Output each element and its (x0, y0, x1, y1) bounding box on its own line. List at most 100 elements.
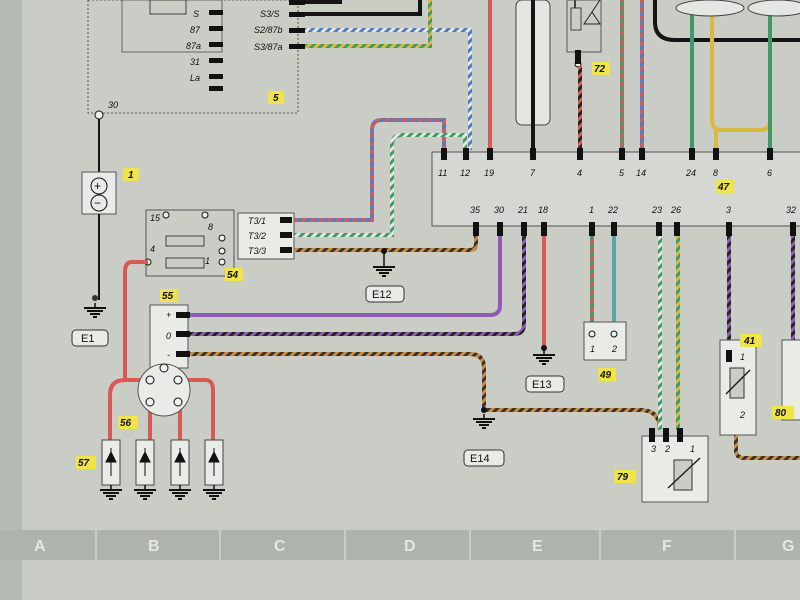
ecu-bottom-pin-1: 1 (589, 205, 594, 215)
switch55-label: 55 (162, 291, 174, 302)
ecu-bottom-pin-21: 21 (517, 205, 528, 215)
relay-pin-87: 87 (190, 25, 201, 35)
grid-col-a: A (34, 538, 46, 555)
ground-e13: E13 (525, 345, 565, 393)
ecu-top-pin-6: 6 (767, 168, 772, 178)
sensor-41: 1 2 41 (719, 236, 800, 460)
switch-54: 15 4 1 8 T3/1 T3/2 T3/3 54 (144, 209, 295, 281)
lamp-1 (99, 439, 123, 500)
lamps57-label: 57 (78, 458, 90, 469)
ecu-top-pin-8: 8 (713, 168, 718, 178)
component-80: 80 (772, 236, 800, 421)
switch54-term-1: T3/1 (248, 216, 266, 226)
relay-wires (305, 0, 472, 150)
ecu-bottom-pin-32: 32 (786, 205, 796, 215)
switch55-zero: 0 (166, 331, 171, 341)
relay-pin-s: S (193, 9, 199, 19)
switch54-wires: E12 (294, 118, 478, 303)
relay-pin-31: 31 (190, 57, 200, 67)
ground-e14: E14 (463, 407, 505, 467)
ground-e12-box (365, 285, 405, 303)
switch54-label: 54 (227, 270, 239, 281)
relay-left-pins (209, 10, 223, 91)
ground-e14-label: E14 (470, 453, 490, 465)
ecu-top-pin-5: 5 (619, 168, 625, 178)
grid-col-d: D (404, 538, 416, 555)
relay-label-bg (268, 91, 284, 104)
ecu-bottom-pin-3: 3 (726, 205, 731, 215)
grid-col-g: G (782, 538, 794, 555)
sensor41-pin-1: 1 (740, 352, 745, 362)
ecu-top-connectors (441, 148, 773, 160)
relay-pin-30: 30 (108, 100, 118, 110)
sensor41-label: 41 (743, 336, 756, 347)
switch54-num-8: 8 (208, 222, 213, 232)
relay-pin-s387a: S3/87a (254, 42, 283, 52)
lamp-2 (133, 439, 157, 500)
ecu-top-pin-11: 11 (438, 168, 447, 178)
switch54-num-1: 1 (205, 256, 210, 266)
left-edge (0, 0, 22, 600)
ecu-bottom-pin-26: 26 (670, 205, 681, 215)
conn49-label: 49 (599, 370, 612, 381)
ecu-bottom-pin-18: 18 (538, 205, 548, 215)
switch55-minus: - (167, 350, 170, 360)
switch54-num-4: 4 (150, 244, 155, 254)
switch54-term-2: T3/2 (248, 231, 266, 241)
relay-pin-87a: 87a (186, 41, 201, 51)
battery-plus: + (94, 179, 101, 193)
lamps-57: 57 (76, 439, 226, 500)
relay-pin-s287b: S2/87b (254, 25, 283, 35)
grid-col-b: B (148, 538, 160, 555)
switch56-label: 56 (120, 418, 132, 429)
ecu-bottom-connectors (473, 222, 796, 236)
ground-e12-label: E12 (372, 289, 392, 301)
sensor79-label: 79 (617, 472, 629, 483)
grid-strip: A B C D E F G (0, 530, 800, 560)
battery-minus: − (94, 196, 101, 210)
ecu-top-wires (488, 0, 800, 150)
ecu-top-pin-12: 12 (460, 168, 470, 178)
grid-col-e: E (532, 538, 543, 555)
ground-e1-box (71, 329, 109, 347)
ecu-bottom-pin-22: 22 (607, 205, 618, 215)
switch54-term-3: T3/3 (248, 246, 266, 256)
relay-label: 5 (273, 93, 279, 104)
lamp-3 (168, 439, 192, 500)
connector-49: 1 2 49 (583, 236, 627, 381)
fuse-72: 72 (566, 0, 610, 75)
lamp-4 (202, 439, 226, 500)
ecu-top-pin-14: 14 (636, 168, 646, 178)
fuse-label: 72 (594, 64, 606, 75)
red-wires-left (108, 260, 215, 440)
relay-pin-la: La (190, 73, 200, 83)
ecu-label: 47 (717, 182, 730, 193)
ecu-top-pin-19: 19 (484, 168, 494, 178)
switch54-num-15: 15 (150, 213, 161, 223)
conn49-pin-2: 2 (611, 344, 617, 354)
sensor-79: 3 2 1 79 (614, 236, 709, 503)
battery-circuit: + − 1 E1 (71, 110, 139, 347)
ecu-47: 47 11 12 19 7 4 5 14 24 8 6 (431, 148, 800, 236)
switch55-wires (190, 236, 662, 431)
grid-col-c: C (274, 538, 286, 555)
sensor41-pin-2: 2 (739, 410, 745, 420)
ecu-top-pin-4: 4 (577, 168, 582, 178)
ground-e13-label: E13 (532, 379, 552, 391)
grid-col-f: F (662, 538, 672, 555)
ecu-bottom-pin-30: 30 (494, 205, 504, 215)
ecu-top-pin-24: 24 (685, 168, 696, 178)
ecu-bottom-pin-35: 35 (470, 205, 481, 215)
switch-56: 56 (118, 363, 191, 429)
relay-right-pins (289, 0, 305, 49)
ground-e1-label: E1 (81, 333, 94, 345)
sensor79-pin-1: 1 (690, 444, 695, 454)
battery-label: 1 (128, 170, 134, 181)
switch55-plus: + (166, 310, 171, 320)
sensor79-pin-3: 3 (651, 444, 656, 454)
relay-pin-s3s: S3/S (260, 9, 280, 19)
relay-5: S 87 87a 31 La 30 5 S3/S S2/87b S3/87a (87, 0, 305, 114)
conn49-pin-1: 1 (590, 344, 595, 354)
ecu-top-pin-7: 7 (530, 168, 536, 178)
